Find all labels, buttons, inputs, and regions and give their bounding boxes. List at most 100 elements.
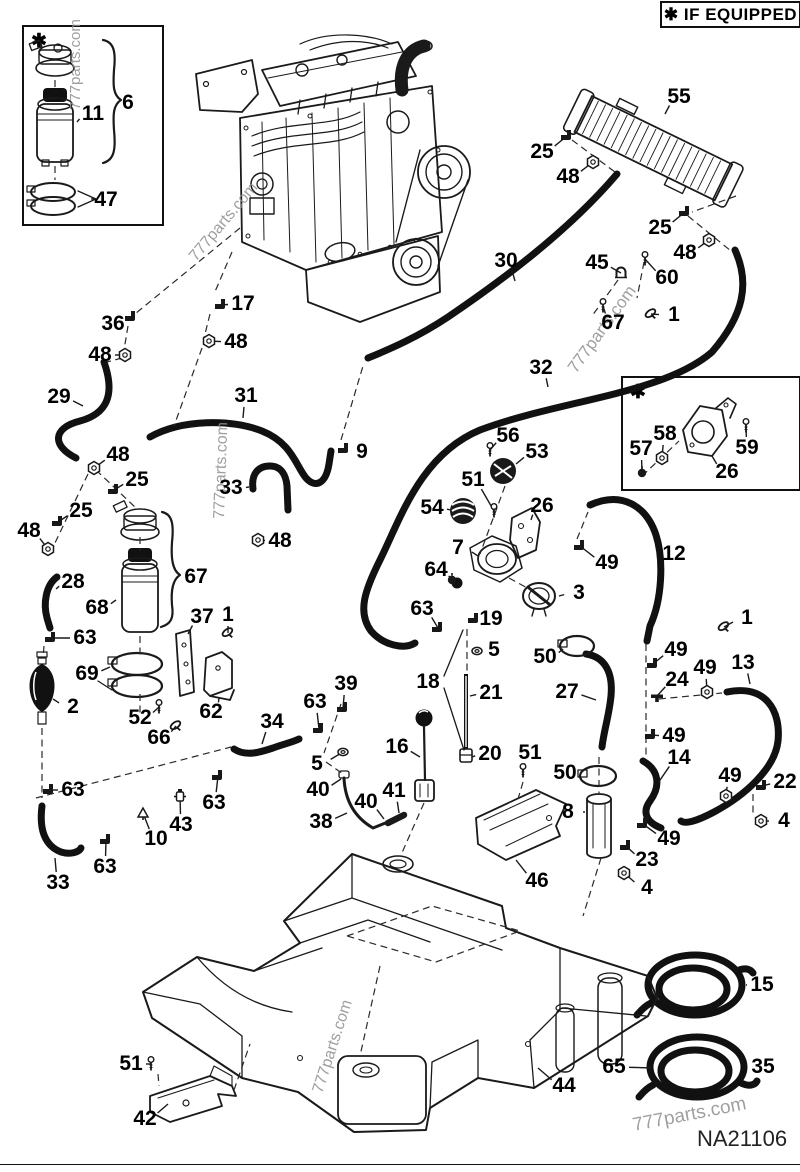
nut-glyph (118, 347, 132, 363)
screw-glyph (641, 250, 649, 267)
leader-line (217, 697, 220, 703)
nut-glyph (586, 154, 600, 170)
leader-line (242, 406, 245, 419)
elbow-glyph (637, 818, 647, 828)
nut-glyph (202, 333, 216, 349)
tie-glyph (168, 718, 185, 735)
fuel-sender-drawing (450, 458, 556, 617)
fuel-pickup-drawing (414, 709, 435, 802)
nut-glyph (754, 813, 768, 829)
leader-line (471, 755, 476, 758)
filler-neck-drawing (557, 634, 618, 859)
nut-glyph (702, 232, 716, 248)
leader-line (72, 400, 84, 407)
assembly-dashed-lines (35, 80, 754, 1091)
svg-text:777parts.com: 777parts.com (564, 282, 640, 376)
nut-glyph (251, 532, 265, 548)
leader-line (316, 712, 320, 730)
elbow-glyph (338, 443, 348, 453)
if-equipped-note: ✱ IF EQUIPPED (660, 1, 800, 28)
screw-glyph (519, 762, 527, 779)
leader-line (76, 118, 81, 123)
svg-text:777parts.com: 777parts.com (67, 19, 84, 110)
leader-line (376, 809, 385, 820)
leader-line (515, 456, 525, 465)
leader-line (110, 599, 117, 605)
leader-line (334, 812, 348, 820)
leader-line (471, 551, 479, 557)
fuel-tank-drawing (142, 853, 658, 1133)
leader-line (558, 648, 564, 654)
nut-glyph (655, 450, 669, 466)
leader-line (396, 801, 400, 814)
leader-line (664, 105, 671, 115)
bracket-42-drawing (149, 1065, 237, 1123)
drawing-id: NA21106 (697, 1126, 788, 1151)
watermark-text: 777parts.com 777parts.com 777parts.com 7… (67, 19, 748, 1136)
nut-glyph (719, 788, 733, 804)
elbow-glyph (337, 702, 347, 712)
leader-line (711, 455, 718, 465)
leader-line (650, 313, 660, 316)
screw-glyph (742, 417, 750, 434)
leader-line (558, 593, 565, 597)
valve-glyph (173, 788, 187, 802)
leader-line (515, 859, 527, 874)
bracket-inset-drawing (682, 397, 737, 457)
svg-text:777parts.com: 777parts.com (186, 179, 261, 264)
elbow-glyph (574, 540, 584, 550)
nut-glyph (87, 460, 101, 476)
leader-line (52, 698, 60, 704)
leader-line (410, 750, 421, 758)
elbow-glyph (620, 840, 630, 850)
elbow-glyph (468, 613, 478, 623)
fuel-hoses-drawing (37, 170, 782, 857)
leader-line (747, 673, 751, 685)
leader-line (187, 625, 194, 635)
elbow-glyph (432, 622, 442, 632)
elbow-glyph (45, 632, 55, 642)
elbow-glyph (647, 658, 657, 668)
svg-text:777parts.com: 777parts.com (310, 998, 356, 1095)
fuel-cooler-drawing (562, 88, 744, 208)
leader-line (55, 585, 60, 590)
elbow-glyph (100, 834, 110, 844)
leader-line (628, 1066, 653, 1069)
grommet-glyph (446, 572, 458, 586)
leader-line (261, 731, 267, 745)
leader-line (157, 1103, 169, 1114)
elbow-glyph (43, 784, 53, 794)
leader-line (656, 686, 666, 697)
coiled-hose-15-drawing (633, 951, 757, 1019)
cone-glyph (137, 807, 149, 821)
leader-line (469, 693, 477, 697)
nut-glyph (617, 865, 631, 881)
leader-line (581, 694, 597, 701)
washer-glyph (337, 747, 349, 757)
leader-line (511, 270, 516, 282)
screw-glyph (486, 441, 494, 458)
nut-glyph (700, 684, 714, 700)
leader-line (537, 1067, 553, 1081)
grommet-glyph (636, 465, 648, 479)
tie-glyph (220, 625, 237, 642)
leader-line (657, 766, 670, 784)
elbow-glyph (212, 770, 222, 780)
leader-line (530, 514, 534, 521)
elbow-glyph (679, 206, 689, 216)
primer-bulb-drawing (29, 651, 55, 725)
fuel-filter-inset-drawing (26, 38, 123, 216)
leader-line (446, 508, 452, 511)
svg-text:777parts.com: 777parts.com (211, 422, 231, 519)
leader-lines-layer (39, 105, 771, 1114)
leader-line (545, 378, 549, 388)
bottom-rule (0, 1164, 800, 1165)
engine-drawing (195, 34, 471, 323)
vent-tube-drawing (443, 629, 473, 763)
leader-line (579, 773, 582, 776)
elbow-glyph (215, 299, 225, 309)
tie-glyph (716, 619, 733, 636)
leader-line (331, 778, 342, 786)
screw-glyph (155, 698, 163, 715)
